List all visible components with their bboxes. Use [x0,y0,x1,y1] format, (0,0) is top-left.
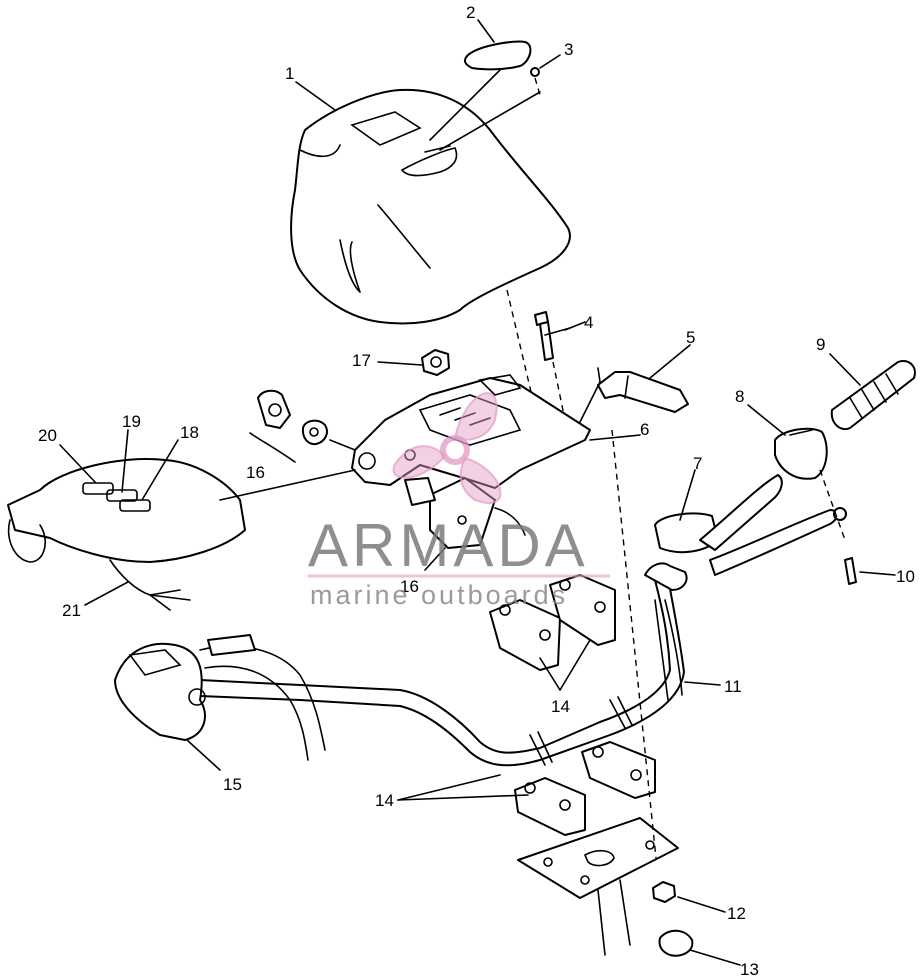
callout-17: 17 [352,351,371,370]
callout-11: 11 [724,677,742,696]
socket-16-upper [249,389,328,463]
bolt [534,311,571,361]
throttle-adjuster [597,371,689,413]
watermark-tagline: marine outboards [310,580,568,610]
callout-12: 12 [727,904,746,923]
callout-1: 1 [285,64,294,83]
callout-19: 19 [122,412,141,431]
indicator-lens [463,40,532,71]
callout-16-upper: 16 [246,463,265,482]
callout-4: 4 [584,313,593,332]
socket-16-lower [404,477,526,549]
callout-14-lower: 14 [375,791,394,810]
propeller-logo-icon [392,392,502,504]
callout-labels: 1 2 3 4 5 6 7 8 9 10 11 12 13 14 14 15 1… [38,3,915,978]
callout-10: 10 [896,567,915,586]
callout-13: 13 [740,960,759,978]
callout-3: 3 [564,40,573,59]
handlebar [199,562,688,767]
screw-small [439,67,541,151]
callout-9: 9 [816,335,825,354]
switch-housing [114,634,326,761]
armada-watermark: ARMADA marine outboards [308,392,610,610]
leader-lines [59,19,896,966]
callout-5: 5 [686,328,695,347]
callout-15: 15 [223,775,242,794]
nut-17 [421,349,450,376]
switch-panel [7,458,246,611]
nut-12 [652,881,676,903]
callout-21: 21 [62,601,81,620]
clip-13 [658,929,694,957]
callout-8: 8 [735,387,744,406]
watermark-brand: ARMADA [308,512,589,579]
throttle-housing [774,427,828,480]
cover-pod [290,88,571,325]
mounting-plate [517,817,679,899]
callout-20: 20 [38,426,57,445]
callout-14-upper: 14 [551,697,570,716]
callout-16-lower: 16 [400,577,419,596]
screw-10 [844,557,857,585]
clamp-14-upper [489,574,616,671]
callout-6: 6 [640,420,649,439]
callout-2: 2 [466,3,475,22]
clamp-14-lower [514,741,656,836]
callout-7: 7 [693,454,702,473]
brake-master-cylinder [654,474,847,576]
callout-18: 18 [180,423,199,442]
grip [830,360,916,430]
